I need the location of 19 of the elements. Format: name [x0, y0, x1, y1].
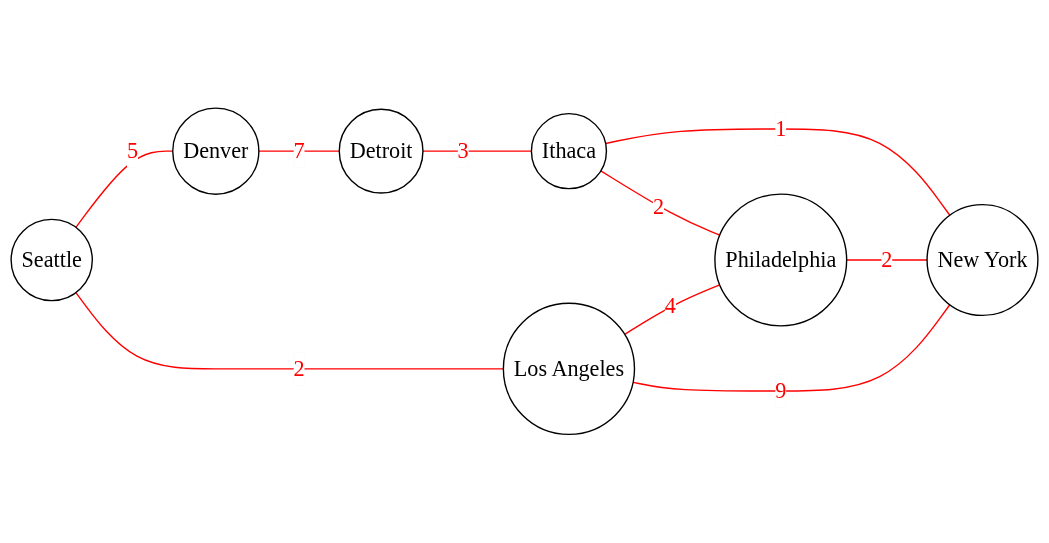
node-circle: Los Angeles: [502, 302, 636, 436]
edge-label: 5: [126, 138, 139, 163]
node-circle: New York: [926, 204, 1039, 317]
node-circle: Philadelphia: [714, 193, 848, 327]
edge-label: 2: [293, 356, 305, 381]
edge-label: 3: [457, 138, 469, 163]
connector: [600, 170, 721, 237]
edge-label: 7: [293, 138, 305, 163]
connector: [623, 284, 721, 336]
node-circle: Detroit: [338, 108, 424, 194]
edge-label: 4: [664, 293, 676, 318]
node-circle: Seattle: [10, 218, 93, 302]
node-circle: Denver: [172, 107, 260, 196]
edge-label: 9: [775, 378, 787, 403]
edge-label: 2: [652, 194, 665, 218]
connector: [258, 150, 340, 153]
node-circle: Ithaca: [530, 113, 608, 190]
edge-label: 2: [881, 247, 893, 272]
edge-label: 1: [775, 116, 787, 141]
